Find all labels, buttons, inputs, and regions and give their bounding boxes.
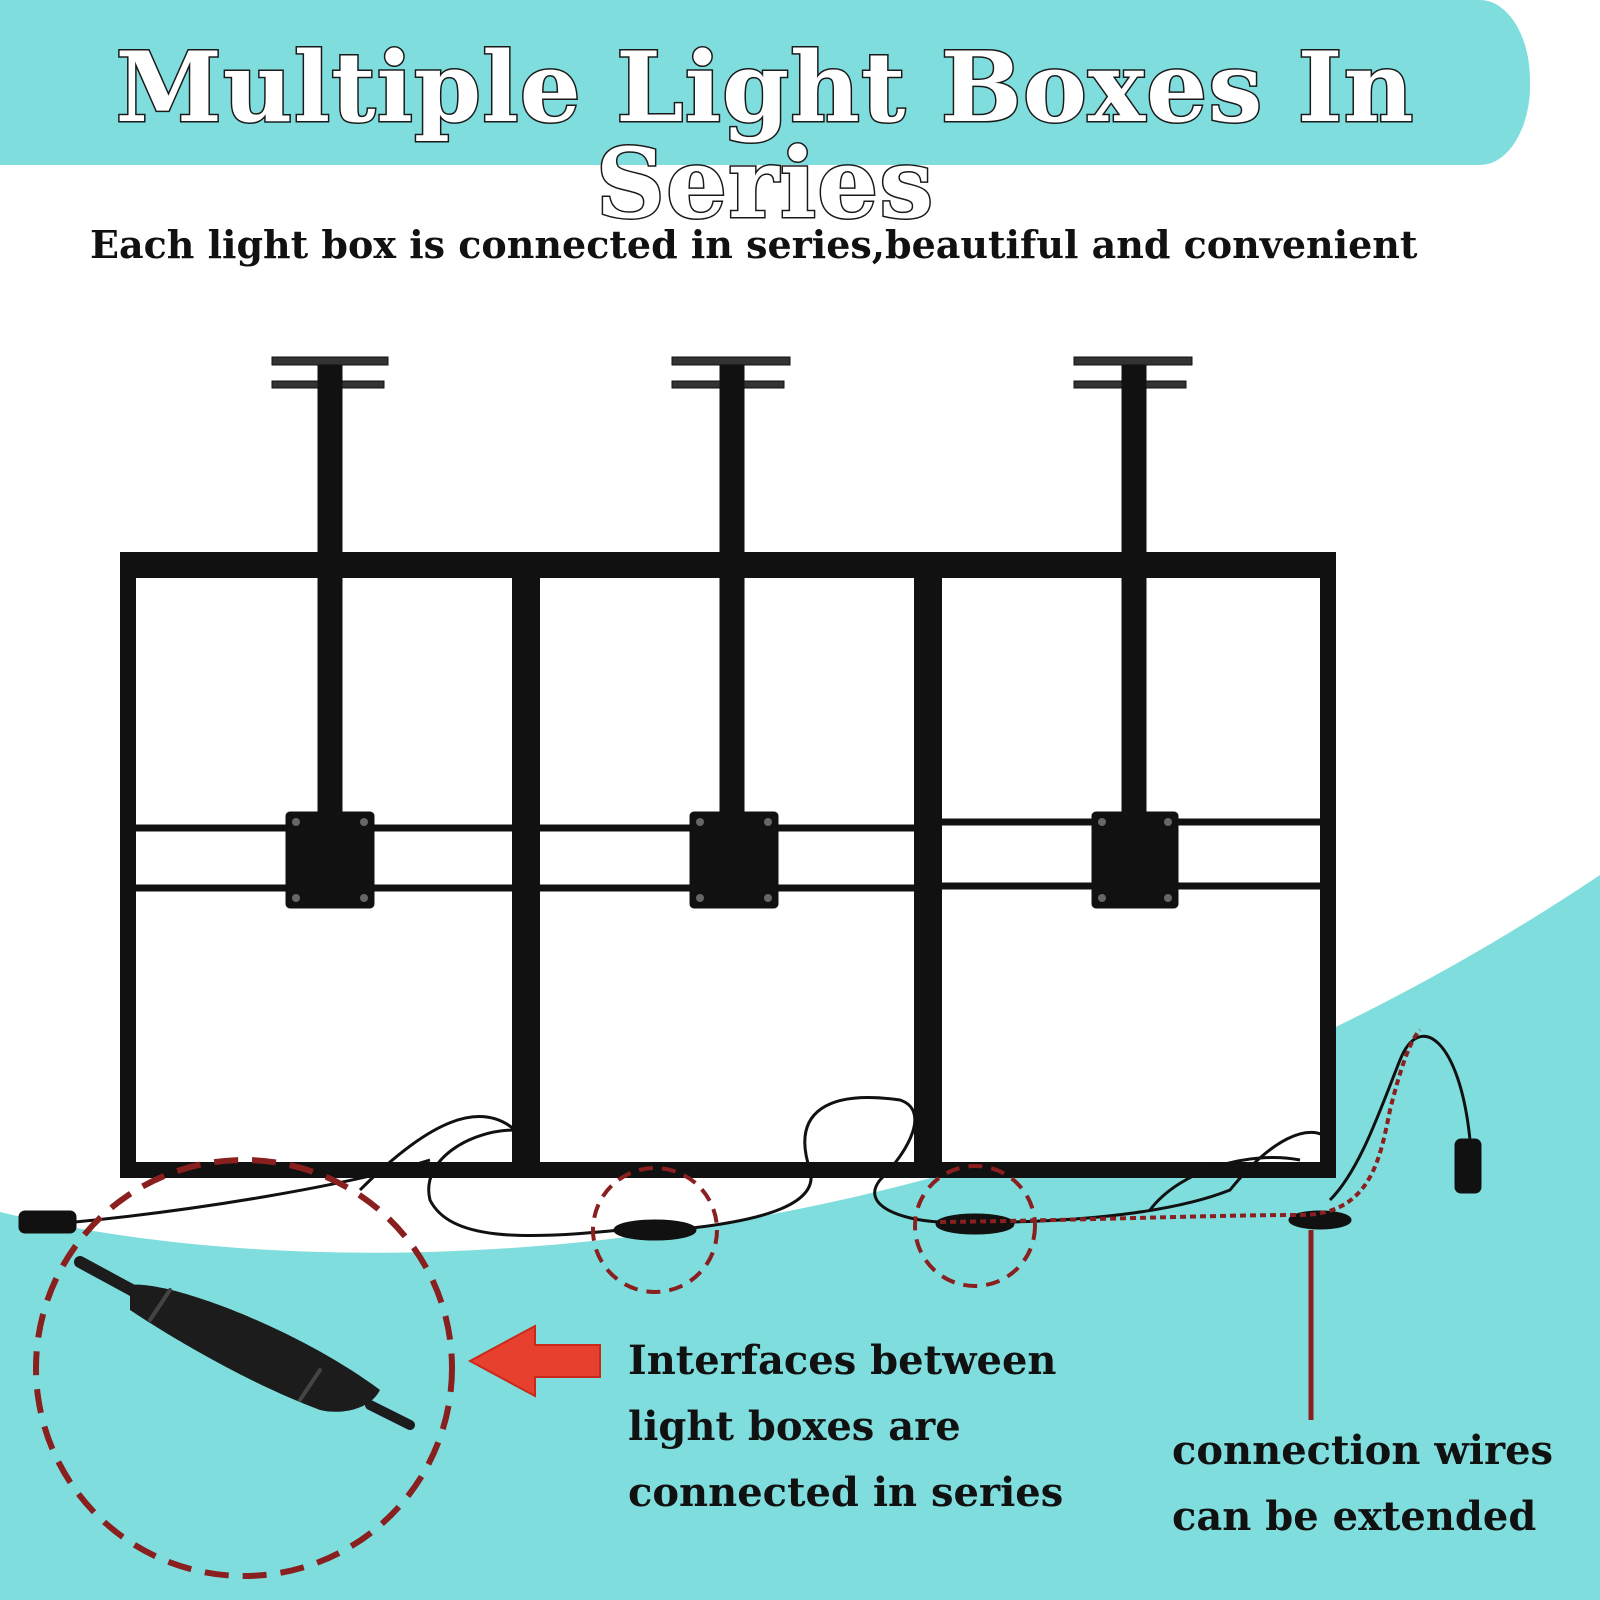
callout-interfaces: Interfaces between light boxes are conne…: [628, 1328, 1063, 1526]
callout-wires-line-2: can be extended: [1172, 1493, 1537, 1540]
ceiling-mounts: [271, 356, 1193, 909]
magnifier-circle-icon: [33, 1157, 455, 1579]
ceiling-mount-1: [271, 356, 389, 909]
zoom-circles: [33, 1157, 1037, 1579]
title-band: [0, 0, 1531, 166]
zoom-circle-small-1: [591, 1166, 719, 1294]
extended-wire-highlight: [939, 1028, 1422, 1224]
left-arrow-icon: [467, 1324, 601, 1398]
ceiling-mount-2: [671, 356, 791, 909]
callout-interfaces-line-1: Interfaces between: [628, 1337, 1057, 1384]
zoomed-connector: [74, 1256, 415, 1430]
callout-wires: connection wires can be extended: [1172, 1418, 1553, 1550]
zoom-circle-small-2: [913, 1164, 1037, 1288]
connection-cables: [18, 1034, 1482, 1241]
callout-wires-line-1: connection wires: [1172, 1427, 1554, 1474]
subtitle: Each light box is connected in series,be…: [90, 222, 1418, 267]
page-title: Multiple Light Boxes In Series: [114, 31, 1415, 240]
callout-interfaces-line-2: light boxes are: [628, 1403, 961, 1450]
ceiling-mount-3: [1073, 356, 1193, 909]
callout-interfaces-line-3: connected in series: [628, 1469, 1064, 1516]
